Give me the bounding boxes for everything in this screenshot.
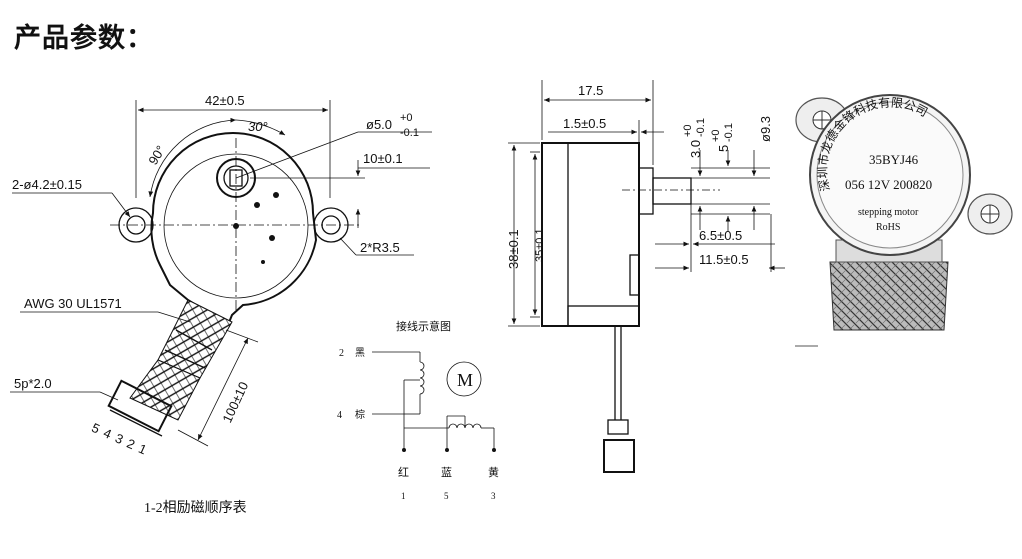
depth-label: 17.5 bbox=[578, 83, 603, 98]
wiring-diagram: 接线示意图 2 黑 4 棕 M 红 蓝 黄 1 5 3 1-2相励磁顺序表 bbox=[144, 319, 499, 516]
motor-photo: 深圳市龙德金锋科技有限公司 35BYJ46 056 12V 200820 ste… bbox=[795, 94, 1013, 347]
angle-30-label: 30° bbox=[248, 119, 268, 134]
num-3: 3 bbox=[491, 491, 496, 501]
dim-93-label: ø9.3 bbox=[758, 116, 773, 142]
width-dim-label: 42±0.5 bbox=[205, 93, 245, 108]
shaft-tol-lower: -0.1 bbox=[400, 127, 419, 139]
wire-4-number: 4 bbox=[337, 410, 342, 421]
sequence-caption: 1-2相励磁顺序表 bbox=[144, 500, 247, 516]
shaft-len-1-label: 6.5±0.5 bbox=[699, 228, 742, 243]
mount-hole-label: 2-ø4.2±0.15 bbox=[12, 177, 82, 192]
side-view: 17.5 1.5±0.5 3.0 +0 -0.1 5 +0 -0.1 ø9.3 bbox=[506, 80, 785, 473]
flange-label: 1.5±0.5 bbox=[563, 116, 606, 131]
front-view: 42±0.5 90° 30° ø5.0 +0 -0.1 bbox=[10, 93, 432, 458]
height-outer-label: 38±0.1 bbox=[506, 229, 521, 269]
shaft-tol-upper: +0 bbox=[400, 112, 413, 124]
wire-2-color: 黑 bbox=[355, 347, 365, 359]
dim-3-tol-lower: -0.1 bbox=[695, 118, 707, 137]
wire-2-number: 2 bbox=[339, 348, 344, 359]
wire-4-color: 棕 bbox=[355, 408, 365, 421]
connector-label: 5p*2.0 bbox=[14, 376, 52, 391]
dim-5-tol-lower: -0.1 bbox=[723, 123, 735, 142]
dim-3-tol-upper: +0 bbox=[682, 124, 694, 137]
color-yellow: 黄 bbox=[488, 465, 499, 479]
photo-model: 35BYJ46 bbox=[869, 152, 919, 167]
height-inner-label: 35±0.1 bbox=[534, 228, 546, 262]
color-red: 红 bbox=[398, 466, 409, 479]
motor-symbol: M bbox=[457, 370, 473, 390]
wire-spec-label: AWG 30 UL1571 bbox=[24, 296, 122, 311]
radius-label: 2*R3.5 bbox=[360, 240, 400, 255]
wiring-title: 接线示意图 bbox=[396, 319, 451, 333]
photo-cert: RoHS bbox=[876, 222, 900, 233]
num-5: 5 bbox=[444, 491, 449, 501]
page-title: 产品参数： bbox=[14, 23, 154, 54]
dim-3-label: 3.0 bbox=[688, 140, 703, 158]
dim-5-tol-upper: +0 bbox=[710, 129, 722, 142]
photo-spec: 056 12V 200820 bbox=[845, 177, 932, 192]
shaft-len-2-label: 11.5±0.5 bbox=[699, 252, 749, 267]
color-blue: 蓝 bbox=[441, 466, 452, 479]
shaft-dia-label: ø5.0 bbox=[366, 117, 392, 132]
photo-type: stepping motor bbox=[858, 207, 919, 218]
angle-90-label: 90° bbox=[145, 143, 168, 168]
dim-5-label: 5 bbox=[716, 145, 731, 152]
num-1: 1 bbox=[401, 491, 406, 501]
offset-dim-label: 10±0.1 bbox=[363, 151, 403, 166]
